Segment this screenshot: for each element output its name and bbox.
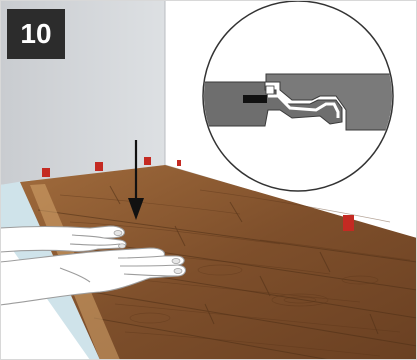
step-number-badge: 10	[7, 9, 65, 59]
